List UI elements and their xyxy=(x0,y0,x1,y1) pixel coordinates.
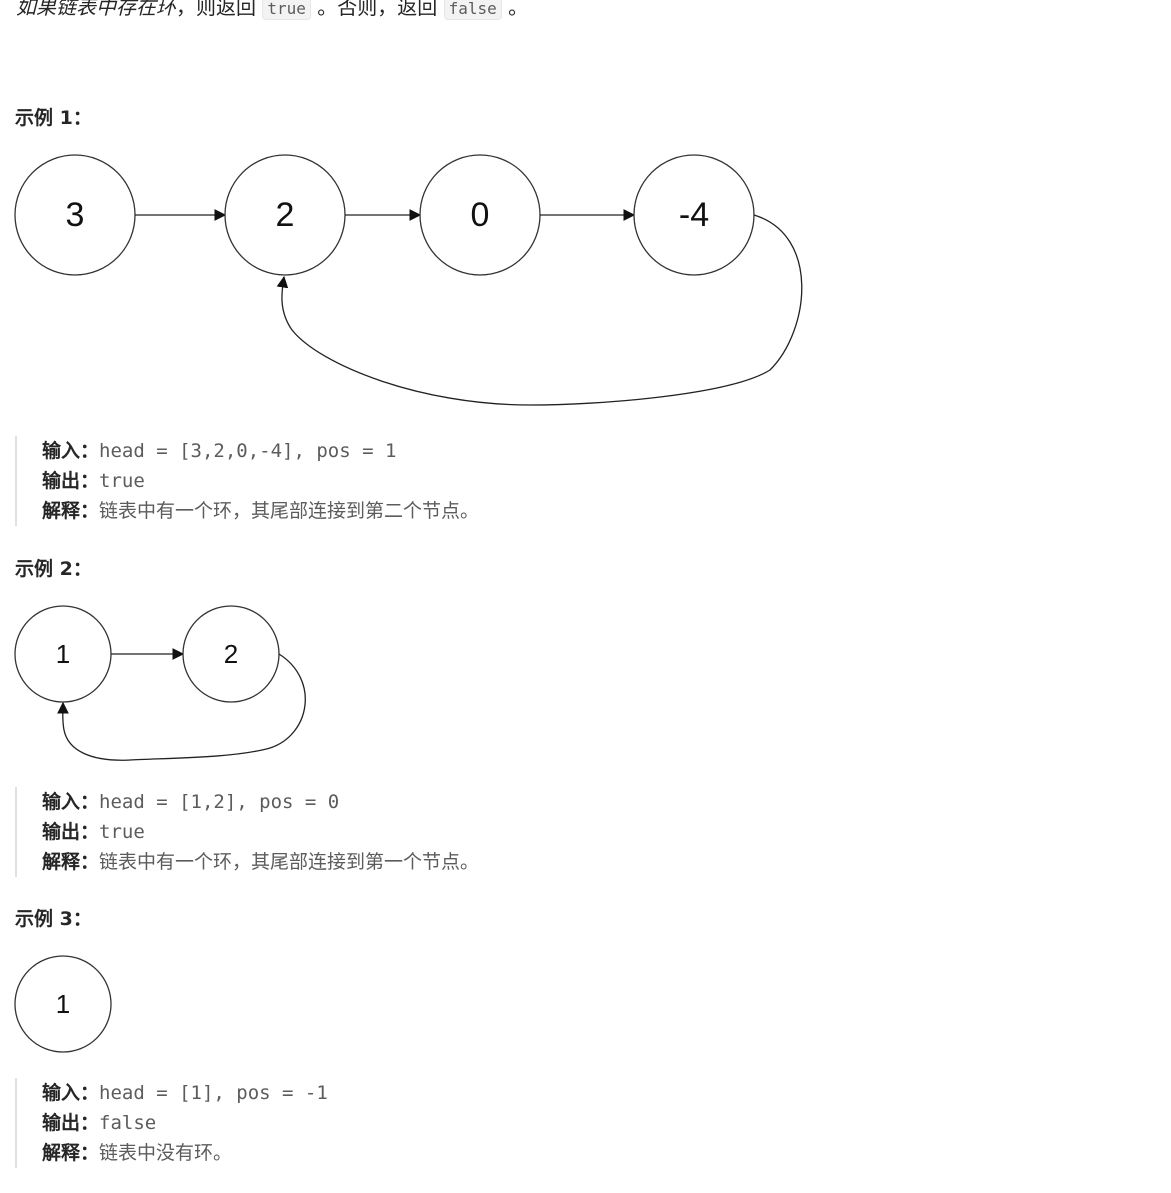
code-true: true xyxy=(262,0,311,20)
node-4: -4 xyxy=(633,154,755,276)
example-1-diagram: 3 2 0 -4 xyxy=(14,154,803,406)
example-1-heading: 示例 1： xyxy=(15,107,92,129)
statement-mid-2: 。否则，返回 xyxy=(317,0,438,19)
example-1-explanation: 链表中有一个环，其尾部连接到第二个节点。 xyxy=(99,500,480,522)
node-2: 2 xyxy=(224,154,346,276)
example-3-block: 输入：head = [1], pos = -1 输出：false 解释：链表中没… xyxy=(15,1078,328,1168)
example-3-output: false xyxy=(99,1112,157,1134)
example-3-diagram: 1 xyxy=(14,955,112,1053)
input-label: 输入： xyxy=(42,1082,100,1104)
problem-statement: 如果链表中存在环，则返回 true 。否则，返回 false 。 xyxy=(16,0,528,24)
node-3: 0 xyxy=(419,154,541,276)
example-2-heading: 示例 2： xyxy=(15,558,92,580)
node-4-value: -4 xyxy=(679,196,709,234)
example-1-input: head = [3,2,0,-4], pos = 1 xyxy=(99,440,397,462)
example-3-input: head = [1], pos = -1 xyxy=(99,1082,328,1104)
code-false: false xyxy=(443,0,502,20)
explain-label: 解释： xyxy=(42,1142,100,1164)
example-1-block: 输入：head = [3,2,0,-4], pos = 1 输出：true 解释… xyxy=(15,436,479,526)
example-2-block: 输入：head = [1,2], pos = 0 输出：true 解释：链表中有… xyxy=(15,787,479,877)
node-3-value: 0 xyxy=(471,196,490,234)
input-label: 输入： xyxy=(42,440,100,462)
example-3-explanation: 链表中没有环。 xyxy=(99,1142,233,1164)
node-1-value: 1 xyxy=(56,989,70,1019)
output-label: 输出： xyxy=(42,1112,100,1134)
node-1: 1 xyxy=(14,605,112,703)
example-3-output-row: 输出：false xyxy=(42,1108,328,1138)
cycle-edge-4-2 xyxy=(276,214,803,406)
output-label: 输出： xyxy=(42,821,100,843)
node-2-value: 2 xyxy=(224,639,238,669)
example-2-output-row: 输出：true xyxy=(42,817,479,847)
example-3-explain-row: 解释：链表中没有环。 xyxy=(42,1138,328,1168)
node-1-value: 3 xyxy=(66,196,85,234)
example-2-explain-row: 解释：链表中有一个环，其尾部连接到第一个节点。 xyxy=(42,847,479,877)
statement-suffix: 。 xyxy=(508,0,529,19)
statement-mid-1: ，则返回 xyxy=(176,0,256,19)
input-label: 输入： xyxy=(42,791,100,813)
example-2-explanation: 链表中有一个环，其尾部连接到第一个节点。 xyxy=(99,851,480,873)
node-2: 2 xyxy=(182,605,280,703)
node-1-value: 1 xyxy=(56,639,70,669)
example-1-output-row: 输出：true xyxy=(42,466,479,496)
example-2-diagram: 1 2 xyxy=(14,605,306,761)
node-2-value: 2 xyxy=(276,196,295,234)
example-3-heading: 示例 3： xyxy=(15,908,92,930)
example-1-output: true xyxy=(99,470,145,492)
example-1-explain-row: 解释：链表中有一个环，其尾部连接到第二个节点。 xyxy=(42,496,479,526)
example-2-output: true xyxy=(99,821,145,843)
example-3-input-row: 输入：head = [1], pos = -1 xyxy=(42,1078,328,1108)
output-label: 输出： xyxy=(42,470,100,492)
explain-label: 解释： xyxy=(42,500,100,522)
cycle-edge-2-1 xyxy=(57,653,306,761)
node-1: 1 xyxy=(14,955,112,1053)
statement-prefix: 如果链表中存在环 xyxy=(16,0,176,19)
explain-label: 解释： xyxy=(42,851,100,873)
example-2-input-row: 输入：head = [1,2], pos = 0 xyxy=(42,787,479,817)
example-1-input-row: 输入：head = [3,2,0,-4], pos = 1 xyxy=(42,436,479,466)
example-2-input: head = [1,2], pos = 0 xyxy=(99,791,340,813)
node-1: 3 xyxy=(14,154,136,276)
